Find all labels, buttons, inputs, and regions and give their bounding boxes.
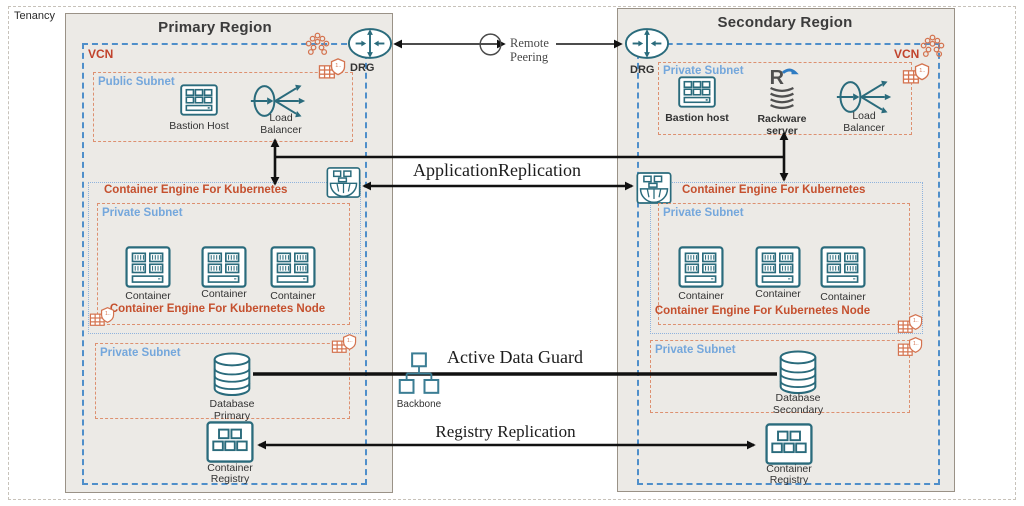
tenancy-boundary — [8, 6, 1016, 500]
secondary-k8s-subnet-label: Private Subnet — [663, 207, 744, 219]
remote-peering-label: Remote Peering — [510, 36, 549, 65]
secondary-db-subnet — [650, 340, 910, 413]
container-label: Container — [125, 290, 171, 302]
bastion-host-label: Bastion host — [665, 112, 729, 124]
rackware-server-icon — [763, 66, 801, 110]
container-icon — [125, 246, 171, 288]
primary-oke-label: Container Engine For Kubernetes — [104, 184, 288, 196]
container-registry-icon — [206, 421, 254, 463]
primary-drg-label: DRG — [350, 62, 375, 74]
security-list-icon — [897, 336, 923, 360]
network-flower-icon — [305, 32, 330, 56]
secondary-k8s-subnet — [658, 203, 910, 325]
secondary-private-subnet-top-label: Private Subnet — [663, 65, 744, 77]
security-list-icon — [897, 313, 923, 337]
rackware-server-label: Rackware server — [757, 113, 807, 138]
container-icon — [270, 246, 316, 288]
security-list-icon — [318, 57, 346, 83]
primary-region — [65, 13, 393, 493]
primary-public-subnet-label: Public Subnet — [98, 76, 175, 88]
registry-replication-label: Registry Replication — [435, 422, 576, 441]
primary-vcn — [82, 43, 367, 485]
oke-helm-icon — [326, 167, 361, 198]
security-list-icon — [331, 333, 357, 357]
bastion-host-icon — [180, 84, 218, 116]
tenancy-label: Tenancy — [14, 10, 55, 22]
backbone-label: Backbone — [396, 399, 442, 410]
primary-db-subnet-label: Private Subnet — [100, 347, 181, 359]
database-icon — [777, 349, 819, 395]
drg-icon — [624, 27, 670, 60]
primary-k8s-subnet — [97, 203, 350, 325]
bastion-host-label: Bastion Host — [169, 120, 229, 132]
container-registry-label: Container Registry — [207, 462, 253, 485]
load-balancer-label: Load Balancer — [843, 110, 885, 135]
container-label: Container — [678, 290, 724, 302]
database-secondary-label: Database Secondary — [772, 392, 824, 417]
container-label: Container — [270, 290, 316, 302]
bastion-host-icon — [678, 76, 716, 108]
application-replication-label: ApplicationReplication — [413, 160, 581, 180]
primary-region-title: Primary Region — [158, 19, 272, 36]
primary-vcn-label: VCN — [88, 47, 114, 61]
secondary-oke-label: Container Engine For Kubernetes — [682, 184, 866, 196]
container-label: Container — [820, 291, 866, 303]
primary-k8s-subnet-label: Private Subnet — [102, 207, 183, 219]
secondary-vcn-label: VCN — [894, 47, 920, 61]
load-balancer-label: Load Balancer — [260, 112, 302, 137]
container-icon — [201, 246, 247, 288]
database-primary-label: Database Primary — [209, 398, 255, 423]
database-icon — [211, 351, 253, 397]
container-icon — [820, 246, 866, 288]
primary-public-subnet — [93, 72, 353, 142]
security-list-icon — [89, 306, 115, 330]
secondary-oke-box — [650, 182, 923, 334]
remote-peering-icon — [477, 31, 504, 58]
container-label: Container — [755, 288, 801, 300]
secondary-region-title: Secondary Region — [717, 14, 853, 31]
oke-helm-icon — [636, 172, 672, 204]
active-data-guard-label: Active Data Guard — [447, 347, 583, 367]
network-flower-icon — [920, 34, 945, 58]
secondary-vcn — [637, 43, 940, 485]
container-label: Container — [201, 288, 247, 300]
container-registry-icon — [765, 423, 813, 465]
container-registry-label: Container Registry — [766, 463, 812, 486]
primary-oke-node-label: Container Engine For Kubernetes Node — [109, 303, 326, 315]
security-list-icon — [902, 62, 930, 88]
container-icon — [755, 246, 801, 288]
drg-icon — [347, 27, 393, 60]
secondary-db-subnet-label: Private Subnet — [655, 344, 736, 356]
secondary-drg-label: DRG — [630, 64, 655, 76]
secondary-oke-node-label: Container Engine For Kubernetes Node — [654, 305, 871, 317]
container-icon — [678, 246, 724, 288]
primary-db-subnet — [95, 343, 350, 419]
primary-oke-box — [88, 182, 361, 334]
